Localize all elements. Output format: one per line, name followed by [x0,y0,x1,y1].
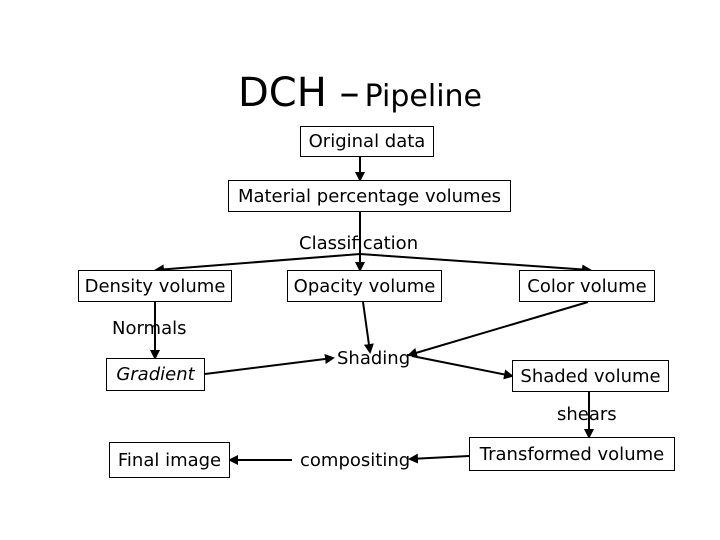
edge-classification-to-density [154,253,361,275]
label-compositing: compositing [300,450,411,471]
node-opacity-volume: Opacity volume [287,270,442,302]
edge-classification-to-color [359,253,592,275]
node-original-data: Original data [300,126,434,157]
node-shaded-volume: Shaded volume [512,360,669,392]
node-gradient: Gradient [106,358,205,391]
edge-opacity-to-shading [362,301,374,354]
title-main: DCH – [237,70,360,116]
diagram-title: DCH – Pipeline [0,70,720,116]
node-transformed-volume: Transformed volume [469,437,675,471]
edge-gradient-to-shading [204,354,335,375]
edge-shading-to-shaded [411,355,514,380]
edge-transformed-to-compositing [408,453,470,464]
node-color-volume: Color volume [519,270,655,302]
title-sub: Pipeline [364,79,483,114]
label-shading: Shading [337,348,411,369]
label-classification: Classification [299,233,419,254]
label-normals: Normals [112,318,187,339]
edge-color-to-shading [407,301,589,358]
node-density-volume: Density volume [78,270,232,302]
node-final-image: Final image [109,442,230,478]
label-shears: shears [557,404,617,425]
node-material-percentage-volumes: Material percentage volumes [228,180,511,212]
